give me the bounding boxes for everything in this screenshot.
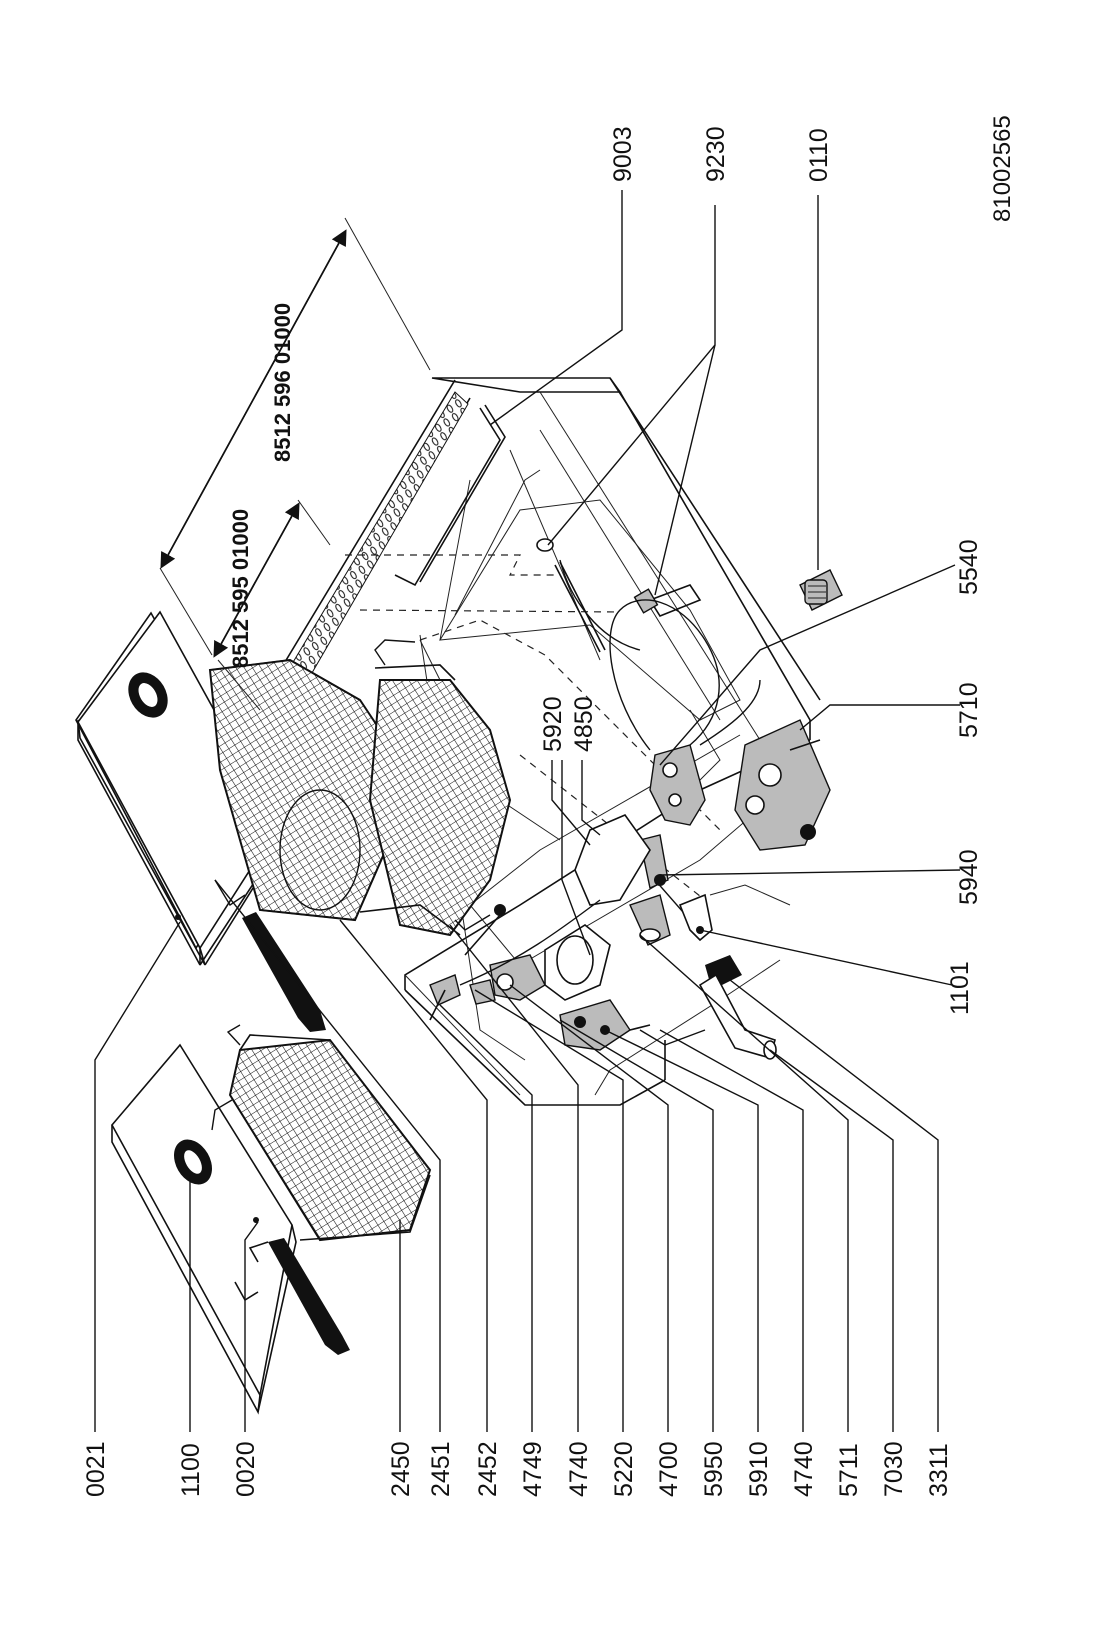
- part-label-4740-b: 4740: [790, 1441, 818, 1497]
- part-label-5711: 5711: [835, 1443, 863, 1497]
- part-label-9003: 9003: [609, 126, 637, 182]
- part-label-7030: 7030: [880, 1441, 908, 1497]
- part-label-9230: 9230: [702, 126, 730, 182]
- part-label-0110: 0110: [805, 128, 833, 182]
- part-label-4749: 4749: [519, 1441, 547, 1497]
- basket-left: [211, 1024, 432, 1355]
- part-label-0020: 0020: [232, 1441, 260, 1497]
- part-label-3311: 3311: [925, 1443, 953, 1497]
- lid-left: [111, 1043, 297, 1415]
- part-label-2452: 2452: [474, 1441, 502, 1497]
- part-label-5910: 5910: [745, 1441, 773, 1497]
- part-label-5940: 5940: [955, 849, 983, 905]
- part-label-5220: 5220: [610, 1441, 638, 1497]
- leader-lines: [94, 190, 961, 1432]
- part-label-5950: 5950: [700, 1441, 728, 1497]
- part-label-4700: 4700: [655, 1441, 683, 1497]
- part-label-2450: 2450: [387, 1441, 415, 1497]
- part-label-4850: 4850: [570, 696, 598, 752]
- part-label-4740: 4740: [565, 1441, 593, 1497]
- part-label-5920: 5920: [539, 696, 567, 752]
- assembly-arrows: [159, 217, 431, 711]
- assembly-label-595: 8512 595 01000: [228, 509, 253, 668]
- drawing-number: 81002565: [989, 115, 1016, 222]
- gas-components: [429, 559, 843, 1060]
- assembly-label-596: 8512 596 01000: [270, 303, 295, 462]
- part-label-1101: 1101: [946, 961, 974, 1015]
- part-labels: 0021 1100 0020 2450 2451 2452 4749 4740 …: [82, 115, 1016, 1497]
- part-label-2451: 2451: [427, 1441, 455, 1497]
- part-label-5710: 5710: [955, 682, 983, 738]
- basket-right-b: [359, 639, 512, 937]
- part-label-1100: 1100: [177, 1443, 205, 1497]
- part-label-5540: 5540: [955, 539, 983, 595]
- part-label-0021: 0021: [82, 1441, 110, 1497]
